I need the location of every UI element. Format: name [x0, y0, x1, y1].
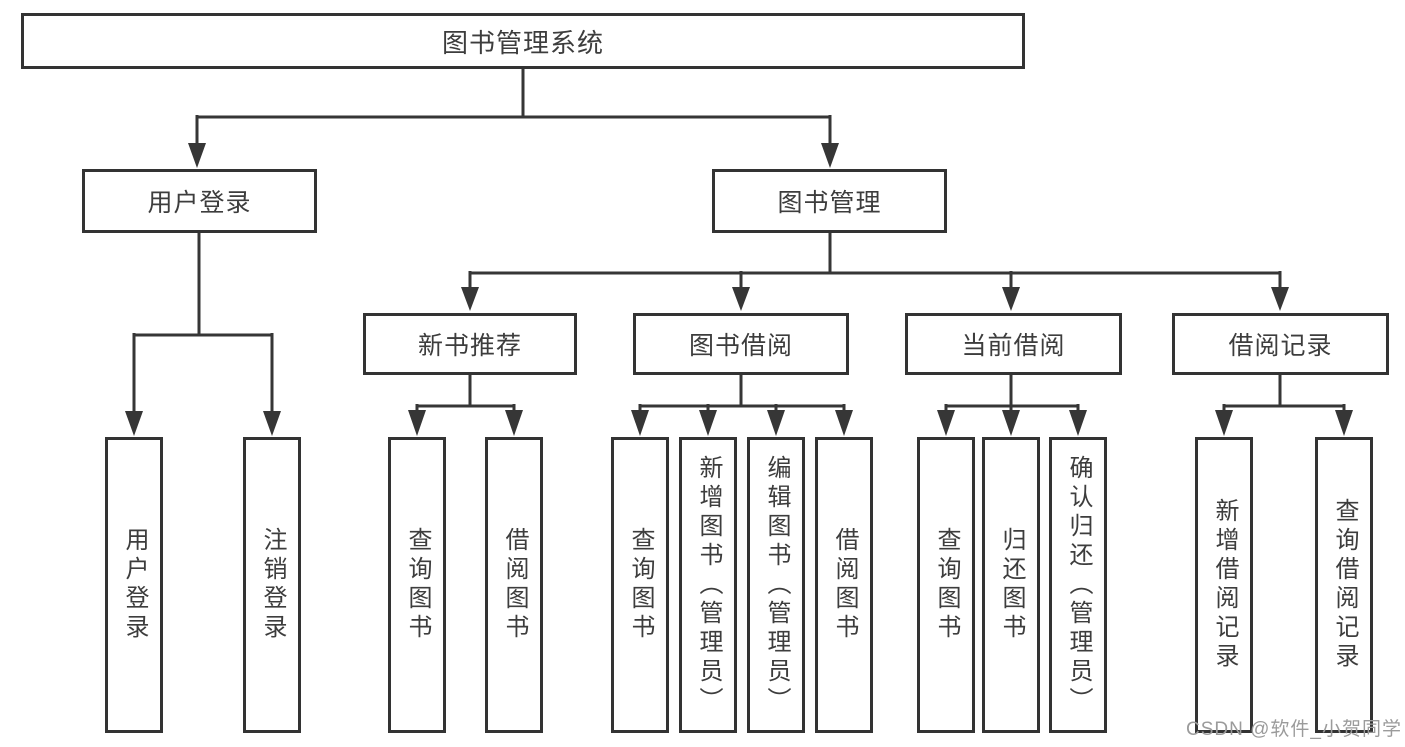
node-label: 借阅图书	[501, 527, 528, 643]
node-label: 查询图书	[404, 527, 431, 643]
node-label: 新增借阅记录	[1211, 498, 1238, 672]
leaf-confirm-return-admin: 确认归还（管理员）	[1049, 437, 1107, 733]
node-library-management-system: 图书管理系统	[21, 13, 1025, 69]
node-label: 用户登录	[147, 189, 252, 217]
leaf-add-book-admin: 新增图书（管理员）	[679, 437, 737, 733]
leaf-query-borrow-record: 查询借阅记录	[1315, 437, 1373, 733]
node-borrow-records: 借阅记录	[1172, 313, 1389, 375]
node-current-borrow: 当前借阅	[905, 313, 1122, 375]
node-label: 查询借阅记录	[1331, 498, 1358, 672]
node-label: 用户登录	[121, 527, 148, 643]
leaf-query-books-current: 查询图书	[917, 437, 975, 733]
leaf-logout: 注销登录	[243, 437, 301, 733]
leaf-query-books-borrow: 查询图书	[611, 437, 669, 733]
leaf-borrow-books: 借阅图书	[815, 437, 873, 733]
connector-root-to-level2	[188, 69, 839, 168]
leaf-borrow-books-recommend: 借阅图书	[485, 437, 543, 733]
leaf-edit-book-admin: 编辑图书（管理员）	[747, 437, 805, 733]
node-label: 新增图书（管理员）	[695, 454, 722, 716]
node-label: 图书管理系统	[441, 27, 604, 58]
node-label: 确认归还（管理员）	[1065, 454, 1092, 716]
connector-book-borrow-to-leaves	[631, 375, 853, 436]
leaf-user-login: 用户登录	[105, 437, 163, 733]
connector-current-borrow-to-leaves	[937, 375, 1087, 436]
leaf-return-book: 归还图书	[982, 437, 1040, 733]
node-label: 查询图书	[627, 527, 654, 643]
node-label: 查询图书	[933, 527, 960, 643]
node-label: 归还图书	[998, 527, 1025, 643]
node-label: 图书借阅	[688, 332, 793, 360]
node-book-management: 图书管理	[712, 169, 947, 233]
node-label: 图书管理	[777, 189, 882, 217]
node-label: 借阅图书	[831, 527, 858, 643]
leaf-add-borrow-record: 新增借阅记录	[1195, 437, 1253, 733]
connector-book-management-to-level3	[461, 233, 1289, 311]
node-new-book-recommend: 新书推荐	[363, 313, 577, 375]
connector-user-login-to-leaves	[125, 233, 281, 436]
node-label: 注销登录	[259, 527, 286, 643]
leaf-query-books-recommend: 查询图书	[388, 437, 446, 733]
node-label: 当前借阅	[961, 332, 1066, 360]
node-label: 借阅记录	[1228, 332, 1333, 360]
csdn-watermark: CSDN @软件_小贺同学	[1186, 719, 1402, 740]
node-label: 编辑图书（管理员）	[763, 454, 790, 716]
connector-new-book-to-leaves	[408, 375, 523, 436]
node-book-borrow: 图书借阅	[633, 313, 849, 375]
node-user-login: 用户登录	[82, 169, 317, 233]
connector-borrow-records-to-leaves	[1215, 375, 1353, 436]
node-label: 新书推荐	[417, 332, 522, 360]
